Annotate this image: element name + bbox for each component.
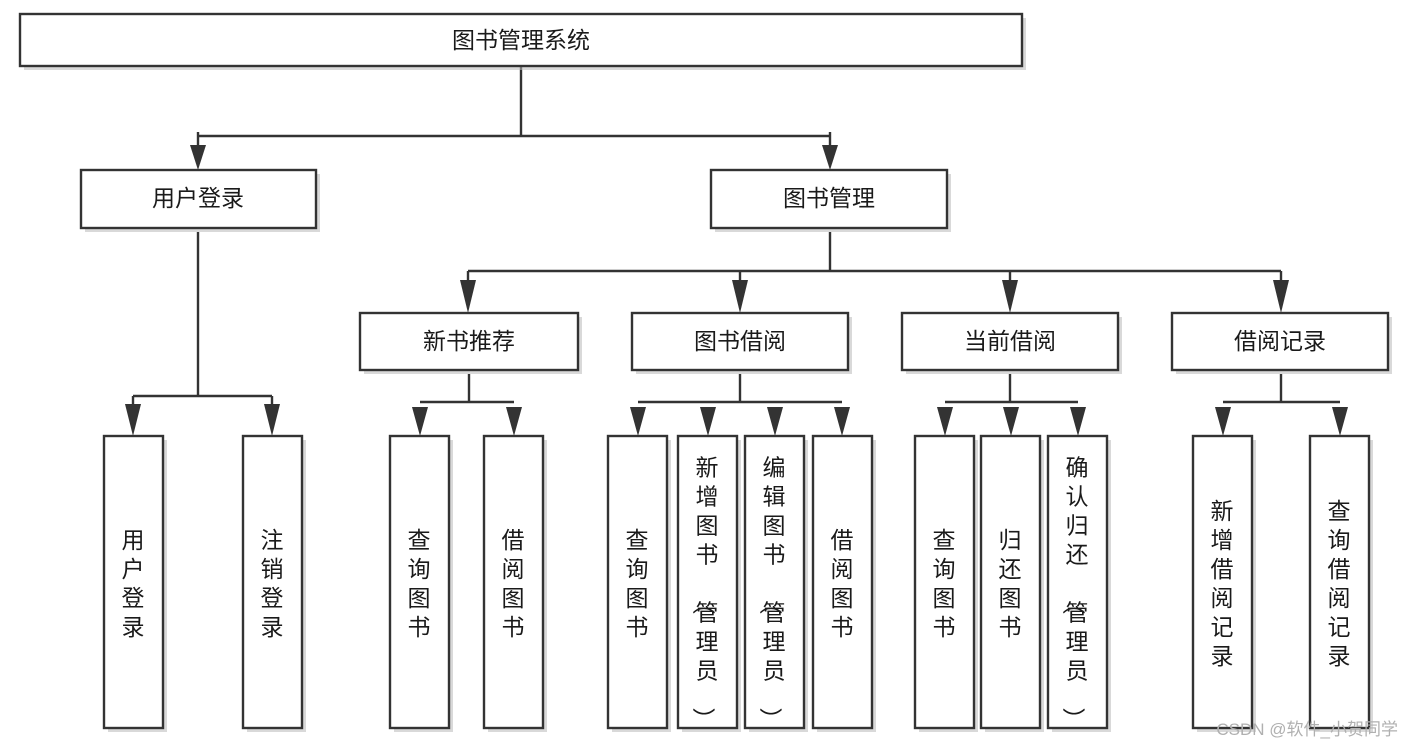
arrow-head-book-management	[822, 145, 838, 170]
connectors-new-book-to-leaves	[412, 374, 522, 436]
connectors-root-to-level2	[190, 66, 838, 170]
leaf-confirm-return[interactable]: 确认归还（管理员）	[1046, 434, 1111, 732]
leaf-borrow-book-2-box	[811, 434, 874, 730]
node-new-book-recommend[interactable]: 新书推荐	[358, 311, 582, 374]
node-current-borrow[interactable]: 当前借阅	[900, 311, 1122, 374]
node-root-box	[18, 12, 1024, 68]
arrow-head-leaf-user-login	[125, 404, 141, 436]
node-book-borrow-label: 图书借阅	[694, 328, 786, 354]
leaf-query-book-3-box	[913, 434, 976, 730]
connectors-current-borrow-to-leaves	[937, 374, 1086, 436]
leaf-edit-book-box	[743, 434, 806, 730]
node-borrow-record-box	[1170, 311, 1390, 372]
arrow-head-new-book	[460, 280, 476, 313]
arrow-head-leaf-edit-book	[767, 407, 783, 436]
node-root[interactable]: 图书管理系统	[18, 12, 1026, 70]
node-new-book-recommend-box	[358, 311, 580, 372]
connectors-user-login-to-leaves	[125, 232, 280, 436]
arrow-head-leaf-return-book	[1003, 407, 1019, 436]
leaf-confirm-return-box	[1046, 434, 1109, 730]
arrow-head-current-borrow	[1002, 280, 1018, 313]
leaf-user-logout[interactable]: 注销登录	[241, 434, 306, 732]
arrow-head-leaf-query-book-3	[937, 407, 953, 436]
leaf-return-book[interactable]: 归还图书	[979, 434, 1044, 732]
node-book-management-box	[709, 168, 949, 230]
node-root-label: 图书管理系统	[452, 27, 590, 53]
leaf-return-book-label: 归还图书	[999, 527, 1022, 640]
leaf-query-book-2[interactable]: 查询图书	[606, 434, 671, 732]
leaf-user-logout-box	[241, 434, 304, 730]
leaf-query-record[interactable]: 查询借阅记录	[1308, 434, 1373, 732]
arrow-head-leaf-add-book	[700, 407, 716, 436]
connectors-book-management-to-level3	[460, 232, 1289, 313]
node-borrow-record-label: 借阅记录	[1234, 328, 1326, 354]
leaf-query-record-label: 查询借阅记录	[1328, 498, 1351, 669]
arrow-head-leaf-add-record	[1215, 407, 1231, 436]
leaf-add-record-label: 新增借阅记录	[1211, 498, 1234, 669]
node-new-book-recommend-label: 新书推荐	[423, 328, 515, 354]
leaf-edit-book[interactable]: 编辑图书（管理员）	[743, 434, 808, 732]
arrow-head-leaf-confirm-return	[1070, 407, 1086, 436]
leaf-add-book-box	[676, 434, 739, 730]
leaf-query-book-1[interactable]: 查询图书	[388, 434, 453, 732]
leaf-confirm-return-label: 确认归还（管理员）	[1061, 455, 1089, 731]
leaf-borrow-book-2[interactable]: 借阅图书	[811, 434, 876, 732]
leaf-query-book-1-label: 查询图书	[408, 527, 431, 640]
csdn-watermark: CSDN @软件_小贺同学	[1216, 720, 1398, 739]
leaf-add-book[interactable]: 新增图书（管理员）	[676, 434, 741, 732]
leaf-borrow-book-2-label: 借阅图书	[831, 527, 854, 640]
leaf-edit-book-label: 编辑图书（管理员）	[758, 455, 786, 731]
leaf-query-book-1-box	[388, 434, 451, 730]
leaf-user-login-label: 用户登录	[122, 527, 145, 640]
arrow-head-leaf-query-record	[1332, 407, 1348, 436]
leaf-return-book-box	[979, 434, 1042, 730]
connectors-borrow-record-to-leaves	[1215, 374, 1348, 436]
leaf-borrow-book-1-box	[482, 434, 545, 730]
leaf-query-record-box	[1308, 434, 1371, 730]
arrow-head-leaf-borrow-book-2	[834, 407, 850, 436]
leaf-add-record[interactable]: 新增借阅记录	[1191, 434, 1256, 732]
node-current-borrow-box	[900, 311, 1120, 372]
node-user-login-box	[79, 168, 318, 230]
arrow-head-leaf-query-book-2	[630, 407, 646, 436]
node-book-management[interactable]: 图书管理	[709, 168, 951, 232]
leaf-user-login[interactable]: 用户登录	[102, 434, 167, 732]
arrow-head-leaf-query-book-1	[412, 407, 428, 436]
leaf-add-book-label: 新增图书（管理员）	[691, 455, 719, 731]
leaf-borrow-book-1[interactable]: 借阅图书	[482, 434, 547, 732]
leaf-user-logout-label: 注销登录	[261, 527, 284, 640]
node-book-borrow-box	[630, 311, 850, 372]
arrow-head-user-login	[190, 145, 206, 170]
node-current-borrow-label: 当前借阅	[964, 328, 1056, 354]
leaf-query-book-2-label: 查询图书	[626, 527, 649, 640]
node-user-login-label: 用户登录	[152, 185, 244, 211]
node-book-management-label: 图书管理	[783, 185, 875, 211]
leaf-query-book-2-box	[606, 434, 669, 730]
node-book-borrow[interactable]: 图书借阅	[630, 311, 852, 374]
leaf-borrow-book-1-label: 借阅图书	[502, 527, 525, 640]
arrow-head-book-borrow	[732, 280, 748, 313]
node-user-login[interactable]: 用户登录	[79, 168, 320, 232]
node-borrow-record[interactable]: 借阅记录	[1170, 311, 1392, 374]
connectors-book-borrow-to-leaves	[630, 374, 850, 436]
leaf-user-login-box	[102, 434, 165, 730]
leaf-add-record-box	[1191, 434, 1254, 730]
arrow-head-leaf-user-logout	[264, 404, 280, 436]
leaf-query-book-3[interactable]: 查询图书	[913, 434, 978, 732]
arrow-head-borrow-record	[1273, 280, 1289, 313]
arrow-head-leaf-borrow-book-1	[506, 407, 522, 436]
leaf-query-book-3-label: 查询图书	[933, 527, 956, 640]
